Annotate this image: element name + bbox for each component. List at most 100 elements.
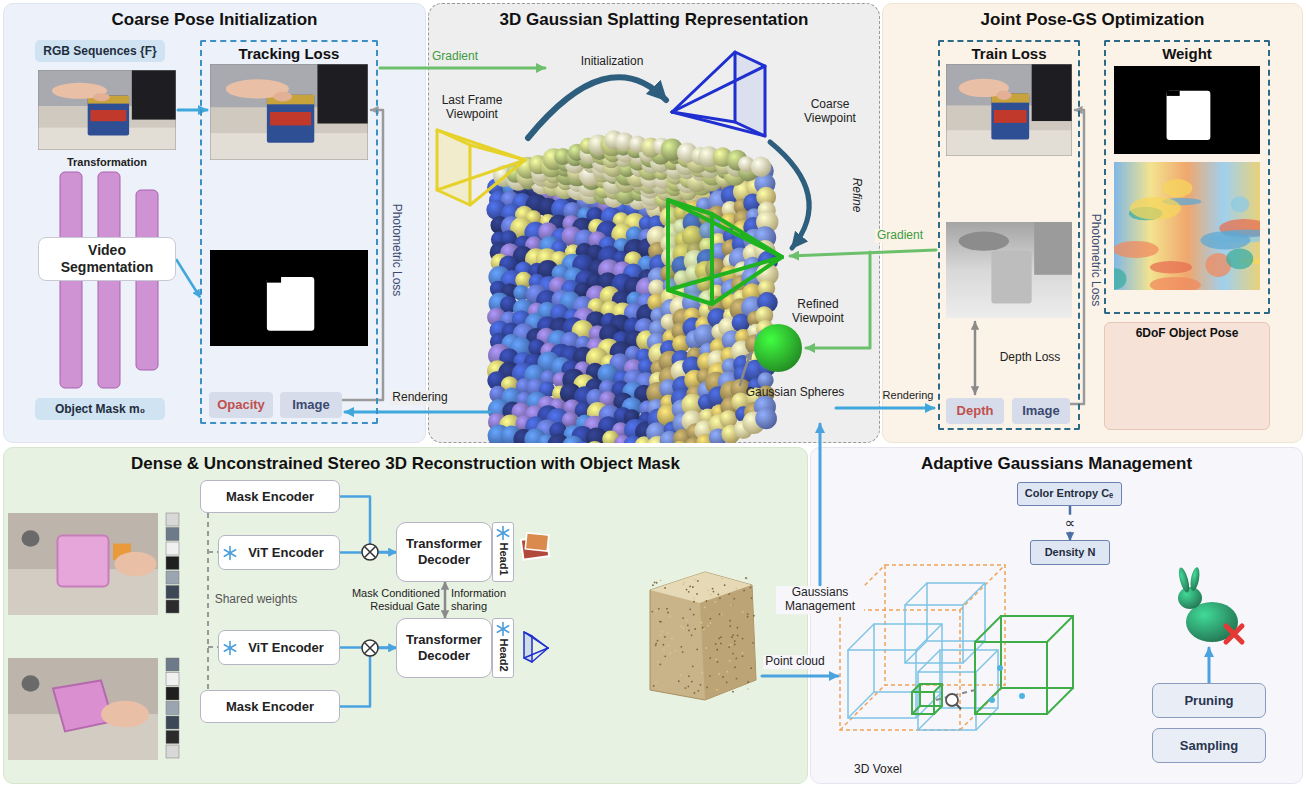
gaussian-sphere: [646, 382, 668, 404]
gaussian-sphere: [605, 167, 622, 184]
voxel-cube: [912, 706, 920, 714]
box-label: Density N: [1045, 546, 1096, 559]
image-region: [1112, 402, 1262, 424]
gaussian-sphere: [724, 164, 746, 186]
pose-box: [1213, 363, 1225, 371]
gaussian-sphere: [639, 216, 655, 232]
point-cloud: [694, 628, 696, 630]
point-cloud: [669, 615, 671, 617]
point-cloud: [667, 645, 669, 647]
point-cloud: [719, 597, 721, 599]
point-cloud: [717, 593, 719, 595]
encoder-box: Mask Encoder: [200, 480, 340, 513]
flow-arrow: [790, 250, 936, 256]
gaussian-sphere: [551, 290, 571, 310]
gaussian-sphere: [513, 429, 533, 443]
gaussian-sphere: [543, 148, 565, 170]
frozen-icon: [229, 641, 231, 654]
gaussian-sphere: [538, 396, 557, 415]
point-cloud: [680, 646, 682, 648]
gaussian-sphere: [573, 347, 594, 368]
camera-frustum: [437, 130, 525, 160]
gaussian-sphere: [586, 347, 609, 370]
gaussian-sphere: [663, 151, 682, 170]
annotation-label: Gradient: [430, 50, 480, 64]
point-cloud: [707, 625, 709, 627]
gaussian-sphere: [636, 349, 653, 366]
point-cloud: [663, 649, 665, 651]
gaussian-sphere: [634, 385, 654, 405]
gaussian-sphere: [650, 360, 668, 378]
gaussian-sphere: [702, 154, 721, 173]
gaussian-sphere: [698, 394, 715, 411]
camera-frustum: [668, 200, 782, 304]
point-cloud: [655, 644, 657, 646]
gaussian-sphere: [575, 336, 592, 353]
gaussian-sphere: [758, 358, 776, 376]
gaussian-sphere: [572, 218, 593, 239]
point-cloud: [694, 692, 696, 694]
gaussian-sphere: [624, 369, 644, 389]
image-region: [521, 536, 550, 559]
multiply-symbol: [362, 544, 378, 560]
gaussian-sphere: [600, 286, 620, 306]
annotation-label: 3D Voxel: [854, 763, 902, 777]
point-cloud: [653, 685, 655, 687]
gaussian-sphere: [554, 178, 575, 199]
panel-title: 3D Gaussian Splatting Representation: [429, 10, 879, 30]
gaussian-sphere: [754, 226, 777, 249]
gaussian-sphere: [538, 434, 555, 443]
gaussian-sphere: [636, 277, 658, 299]
gaussian-sphere: [564, 308, 582, 326]
point-cloud: [705, 647, 707, 649]
gaussian-sphere: [513, 180, 534, 201]
image-region: [1162, 198, 1202, 205]
point-cloud: [743, 590, 745, 592]
gaussian-sphere: [612, 290, 633, 311]
photo-frame: [1112, 344, 1262, 424]
head-box: Head2: [492, 618, 514, 678]
gaussian-sphere: [708, 414, 730, 436]
gaussian-sphere: [550, 344, 572, 366]
image-region: [946, 64, 1072, 156]
pose-box: [1163, 402, 1175, 410]
camera-frustum: [470, 145, 525, 160]
point-cloud: [693, 614, 695, 616]
gaussian-sphere: [542, 169, 562, 189]
gaussian-sphere: [526, 284, 547, 305]
gaussian-sphere: [718, 371, 740, 393]
image-region: [132, 70, 176, 120]
gaussian-sphere: [613, 212, 630, 229]
gaussian-sphere: [741, 267, 764, 290]
frame-title: Train Loss: [940, 45, 1078, 63]
image-region: [60, 172, 82, 388]
gaussian-sphere: [708, 218, 730, 240]
image-region: [166, 658, 179, 671]
input-frame: [8, 513, 158, 615]
gaussian-sphere: [682, 356, 702, 376]
gaussian-sphere: [536, 420, 558, 442]
gaussian-sphere: [692, 176, 712, 196]
gaussian-sphere: [628, 189, 649, 210]
gaussian-sphere: [684, 250, 706, 272]
gaussian-sphere: [614, 238, 631, 255]
point-cloud: [689, 586, 691, 588]
point-cloud: [655, 610, 657, 612]
voxel-cube: [960, 685, 1005, 730]
point-cloud: [680, 674, 682, 676]
gaussian-sphere: [734, 198, 751, 215]
image-region: [166, 731, 179, 744]
voxel-cube: [975, 616, 1073, 714]
image-region: [93, 93, 110, 101]
gaussian-sphere: [720, 347, 739, 366]
gaussian-sphere: [579, 144, 599, 164]
gaussian-sphere: [572, 296, 594, 318]
gaussian-sphere: [626, 140, 644, 158]
point-cloud: [680, 625, 682, 627]
gaussian-sphere: [732, 234, 753, 255]
gaussian-sphere: [659, 351, 681, 373]
gaussian-sphere: [710, 233, 726, 249]
point-cloud: [732, 634, 734, 636]
gaussian-sphere: [501, 191, 520, 210]
gaussian-sphere: [624, 239, 646, 261]
